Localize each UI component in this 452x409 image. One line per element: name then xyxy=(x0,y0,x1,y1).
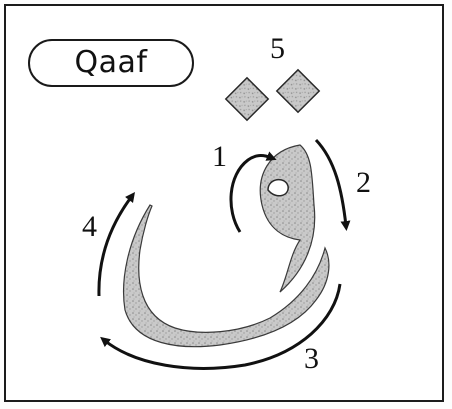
step-number-1: 1 xyxy=(212,142,227,172)
step-number-2: 2 xyxy=(356,168,371,198)
step-number-3: 3 xyxy=(304,344,319,374)
letter-head-hole xyxy=(268,180,288,196)
letter-head xyxy=(260,145,314,292)
upper-dot-right xyxy=(277,70,319,112)
step-number-5: 5 xyxy=(270,34,285,64)
arrow-step-2 xyxy=(316,140,346,226)
upper-dot-left xyxy=(226,78,268,120)
step-number-4: 4 xyxy=(82,212,97,242)
